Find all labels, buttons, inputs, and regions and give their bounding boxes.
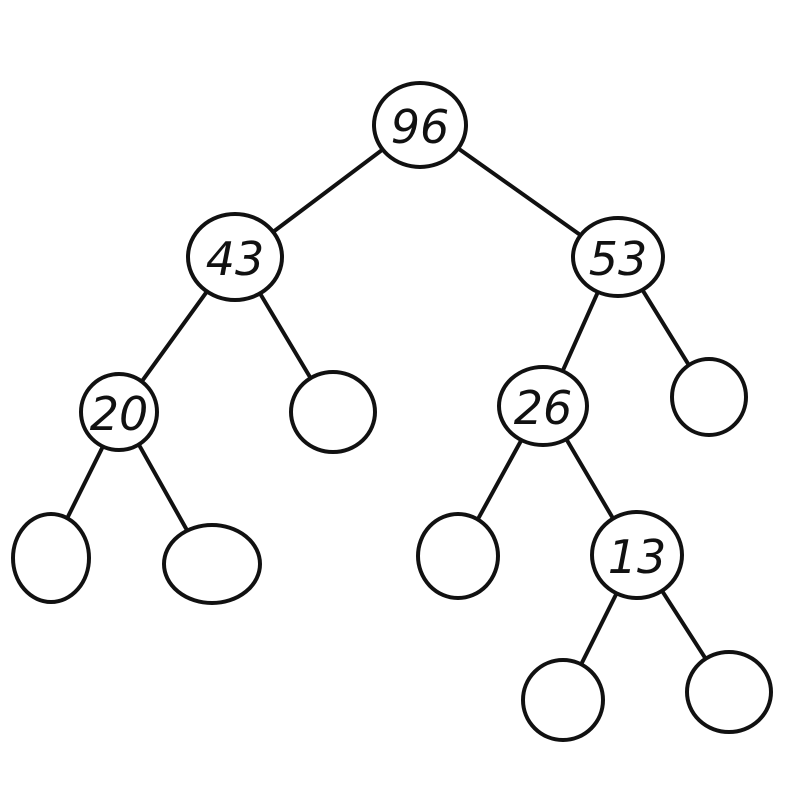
tree-edge-n13-n13l bbox=[578, 589, 620, 669]
tree-nodes: 96 43 53 20 26 13 bbox=[11, 81, 773, 742]
node-circle bbox=[79, 372, 159, 452]
tree-edge-n20-n20r bbox=[135, 440, 191, 535]
node-circle bbox=[670, 357, 748, 437]
node-label: 20 bbox=[90, 387, 149, 441]
node-label: 96 bbox=[391, 100, 450, 154]
empty-tree-node bbox=[162, 523, 262, 605]
node-circle bbox=[590, 510, 684, 600]
node-label: 26 bbox=[514, 381, 573, 435]
node-label: 53 bbox=[589, 232, 648, 286]
tree-edge-n53-n53r bbox=[639, 286, 692, 369]
node-circle bbox=[372, 81, 468, 169]
node-circle bbox=[571, 216, 665, 298]
node-circle bbox=[497, 365, 589, 447]
tree-edge-n26-n13 bbox=[563, 435, 617, 523]
tree-edge-n26-n26l bbox=[474, 436, 525, 524]
node-circle bbox=[11, 512, 91, 604]
tree-node: 43 bbox=[186, 212, 284, 302]
node-circle bbox=[186, 212, 284, 302]
empty-tree-node bbox=[416, 512, 500, 600]
node-circle bbox=[289, 370, 377, 454]
tree-node: 13 bbox=[590, 510, 684, 600]
tree-edge-n13-n13r bbox=[658, 586, 709, 663]
empty-tree-node bbox=[521, 658, 605, 742]
empty-tree-node bbox=[685, 650, 773, 734]
node-label: 43 bbox=[206, 232, 265, 286]
tree-edge-n43-n20 bbox=[138, 287, 211, 386]
tree-edge-n43-n43r bbox=[256, 289, 314, 382]
node-circle bbox=[685, 650, 773, 734]
node-circle bbox=[162, 523, 262, 605]
tree-edge-n53-n26 bbox=[559, 288, 601, 375]
node-label: 13 bbox=[608, 530, 667, 584]
tree-edge-n96-n43 bbox=[269, 146, 387, 236]
node-circle bbox=[416, 512, 500, 600]
tree-node: 96 bbox=[372, 81, 468, 169]
tree-node: 26 bbox=[497, 365, 589, 447]
empty-tree-node bbox=[289, 370, 377, 454]
tree-edges bbox=[64, 145, 709, 669]
tree-node: 20 bbox=[79, 372, 159, 452]
tree-edge-n20-n20l bbox=[64, 442, 106, 523]
tree-node: 53 bbox=[571, 216, 665, 298]
empty-tree-node bbox=[670, 357, 748, 437]
tree-edge-n96-n53 bbox=[454, 145, 585, 239]
empty-tree-node bbox=[11, 512, 91, 604]
node-circle bbox=[521, 658, 605, 742]
